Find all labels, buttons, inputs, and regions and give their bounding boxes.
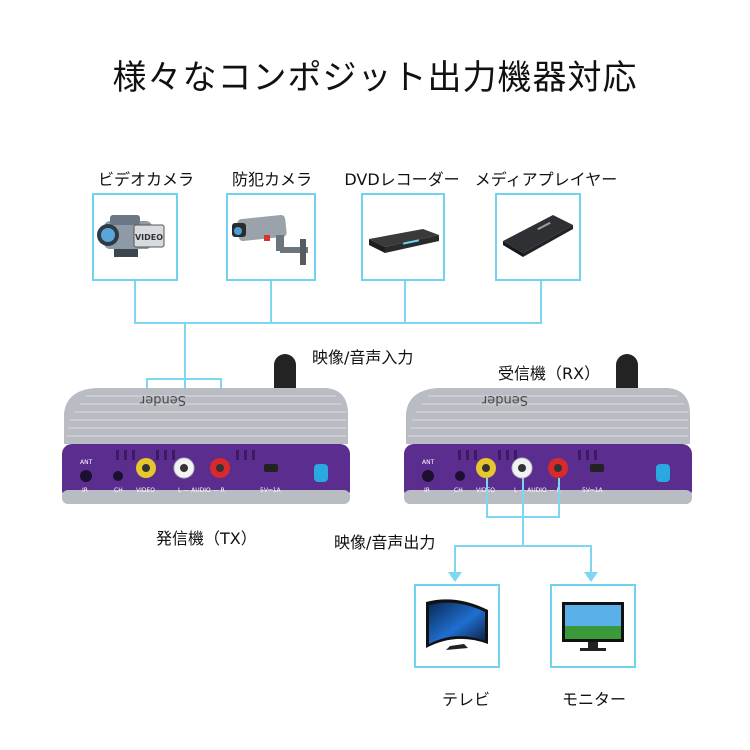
source-label-dvd-recorder: DVDレコーダー xyxy=(344,170,460,189)
power-label: 5V⎓1A xyxy=(260,487,282,494)
connector-line xyxy=(184,322,186,378)
arrow-down-icon xyxy=(584,572,598,582)
page-title: 様々なコンポジット出力機器対応 xyxy=(112,58,638,98)
video-badge: VIDEO xyxy=(135,233,163,242)
connector-line xyxy=(486,478,488,518)
connector-line xyxy=(404,281,406,323)
source-box-security-camera xyxy=(226,193,316,281)
source-label-video-camera: ビデオカメラ xyxy=(97,170,194,189)
connector-line xyxy=(454,545,456,573)
source-box-media-player xyxy=(495,193,581,281)
output-box-monitor xyxy=(550,584,636,668)
monitor-icon xyxy=(562,602,624,651)
connector-line xyxy=(134,281,136,323)
source-label-security-camera: 防犯カメラ xyxy=(231,170,312,189)
security-camera-icon xyxy=(232,214,308,265)
audio-port-label: L — AUDIO — R xyxy=(178,487,225,494)
source-label-media-player: メディアプレイヤー xyxy=(474,170,618,189)
video-port-label: VIDEO xyxy=(136,487,155,494)
arrow-down-icon xyxy=(448,572,462,582)
output-label: 映像/音声出力 xyxy=(334,533,436,552)
curved-tv-icon xyxy=(426,599,488,650)
connector-bus xyxy=(134,322,542,324)
video-camera-icon: VIDEO xyxy=(97,215,165,257)
audio-port-label: L — AUDIO — R xyxy=(514,487,561,494)
ch-label: CH xyxy=(114,487,123,494)
output-label-tv: テレビ xyxy=(441,690,490,709)
brand-text: Sender xyxy=(139,392,186,407)
output-box-tv xyxy=(414,584,500,668)
dvd-recorder-icon xyxy=(369,229,439,253)
ant-label: ANT xyxy=(422,459,435,466)
media-player-icon xyxy=(503,215,573,257)
sender-device: Sender ANT IR CH VIDEO L — AUDIO — R 5V⎓… xyxy=(56,340,356,510)
ant-label: ANT xyxy=(80,459,93,466)
sender-label: 発信機（TX） xyxy=(156,529,257,548)
connector-line xyxy=(590,545,592,573)
connector-line xyxy=(270,281,272,323)
input-label: 映像/音声入力 xyxy=(312,348,414,367)
ir-label: IR xyxy=(424,487,430,494)
ch-label: CH xyxy=(454,487,463,494)
connector-line xyxy=(522,516,524,546)
connector-line xyxy=(522,478,524,518)
source-box-video-camera: VIDEO xyxy=(92,193,178,281)
receiver-label: 受信機（RX） xyxy=(498,364,601,383)
connector-line xyxy=(540,281,542,323)
connector-line xyxy=(558,478,560,518)
receiver-device: Sender ANT IR CH VIDEO L — AUDIO — R 5V⎓… xyxy=(398,340,698,510)
output-label-monitor: モニター xyxy=(561,690,626,709)
connector-line xyxy=(454,545,592,547)
ir-label: IR xyxy=(82,487,88,494)
source-box-dvd-recorder xyxy=(361,193,445,281)
brand-text: Sender xyxy=(481,392,528,407)
video-port-label: VIDEO xyxy=(476,487,495,494)
power-label: 5V⎓1A xyxy=(582,487,604,494)
